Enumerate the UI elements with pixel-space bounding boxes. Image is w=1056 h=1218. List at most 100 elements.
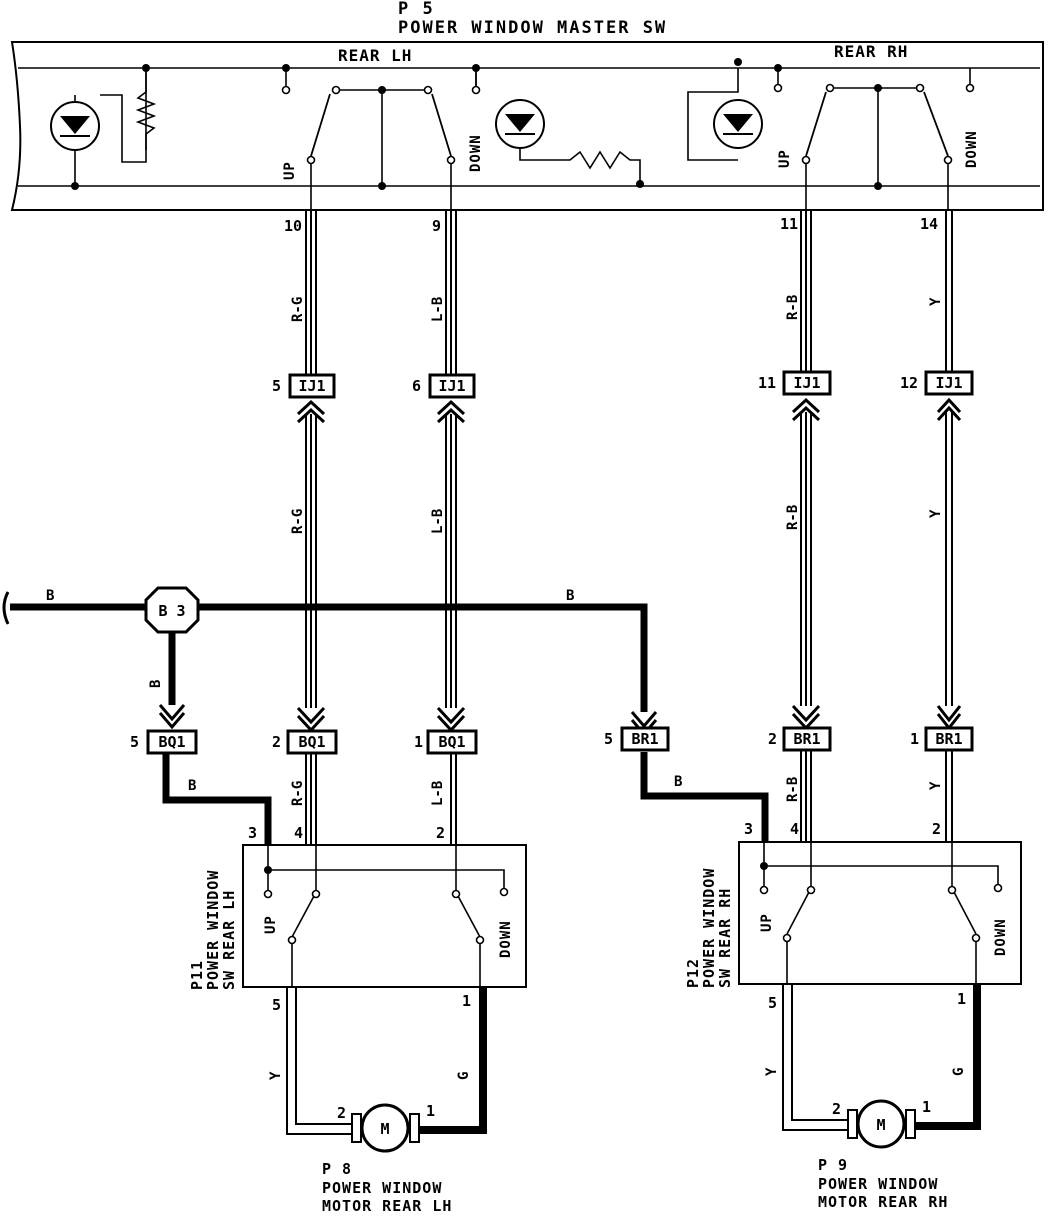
svg-text:5: 5 [604, 730, 613, 748]
rear-lh-switch-line2: SW REAR LH [220, 890, 238, 990]
master-pin-lh-up: 10 [284, 217, 302, 235]
wire-label-lh-down-bottom: L-B [430, 781, 446, 806]
rear-lh-pin-down: 2 [436, 824, 445, 842]
wire-label-ground-rh-switch: B [674, 774, 682, 790]
rear-rh-switch-code: P12 [684, 958, 702, 988]
master-led-middle [495, 99, 545, 149]
wire-label-ground-drop: B [148, 680, 164, 688]
rear-lh-switch-code: P11 [188, 960, 206, 990]
svg-text:IJ1: IJ1 [935, 374, 962, 392]
svg-text:BR1: BR1 [631, 730, 658, 748]
master-switch-name: POWER WINDOW MASTER SW [398, 18, 667, 38]
master-junction-dots [71, 58, 882, 190]
rear-lh-section-label: REAR LH [338, 46, 412, 65]
master-led-left [50, 101, 100, 151]
svg-text:11: 11 [758, 374, 776, 392]
rear-lh-pin-ground: 3 [248, 824, 257, 842]
master-pin-lh-down: 9 [432, 217, 441, 235]
wire-label-ground-lh-switch: B [188, 778, 196, 794]
rear-lh-motor: M 2 1 P 8 POWER WINDOW MOTOR REAR LH [322, 1102, 452, 1215]
master-led-right [713, 99, 763, 149]
wire-label-rh-down-mid: Y [928, 509, 944, 518]
master-rh-up-label: UP [777, 149, 793, 168]
svg-text:2: 2 [272, 733, 281, 751]
wire-label-rh-down-top: Y [928, 297, 944, 306]
connector-ij1-lh-up: IJ1 5 [272, 373, 336, 399]
wire-label-lh-up-top: R-G [290, 297, 306, 322]
master-pin-rh-up: 11 [780, 215, 798, 233]
connector-bq1-ground: BQ1 5 [130, 729, 198, 755]
rear-lh-motor-wire-label-b: G [456, 1072, 472, 1080]
rear-lh-switch-line1: POWER WINDOW [204, 870, 222, 990]
rear-lh-motor-line1: POWER WINDOW [322, 1179, 442, 1197]
master-switch-housing [10, 41, 1044, 211]
connector-bq1-down: BQ1 1 [414, 729, 478, 755]
connector-br1-down: BR1 1 [910, 726, 974, 752]
ground-wires [10, 603, 769, 845]
master-rh-down-label: DOWN [964, 130, 980, 168]
rear-lh-motor-wires [286, 987, 487, 1135]
master-switch-code: P 5 [398, 0, 435, 19]
svg-text:2: 2 [768, 730, 777, 748]
svg-text:1: 1 [910, 730, 919, 748]
rear-rh-switch-line1: POWER WINDOW [700, 868, 718, 988]
signal-wires [305, 210, 953, 845]
connector-ij1-rh-down: IJ1 12 [900, 370, 974, 396]
rear-lh-motor-pin-a: 2 [337, 1104, 346, 1122]
wire-label-rh-up-top: R-B [785, 295, 801, 320]
rear-lh-down-label: DOWN [498, 920, 514, 958]
rear-rh-motor-wire-label-a: Y [764, 1067, 780, 1076]
rear-rh-motor-line2: MOTOR REAR RH [818, 1193, 948, 1211]
wire-label-lh-down-top: L-B [430, 297, 446, 322]
wire-label-rh-up-mid: R-B [785, 505, 801, 530]
svg-text:BR1: BR1 [793, 730, 820, 748]
rear-rh-pin-up: 4 [790, 820, 799, 838]
rear-lh-motor-symbol: M [380, 1120, 389, 1138]
rear-lh-motor-code: P 8 [322, 1160, 352, 1178]
rear-rh-motor-line1: POWER WINDOW [818, 1175, 938, 1193]
svg-text:IJ1: IJ1 [793, 374, 820, 392]
rear-lh-motor-wire-label-a: Y [268, 1071, 284, 1080]
svg-text:6: 6 [412, 377, 421, 395]
rear-rh-motor-pin-b: 1 [922, 1098, 931, 1116]
rear-rh-section-label: REAR RH [834, 42, 908, 61]
connector-ij1-rh-up: IJ1 11 [758, 370, 832, 396]
master-lh-up-label: UP [282, 161, 298, 180]
rear-lh-pin-motor-a: 5 [272, 996, 281, 1014]
rear-lh-motor-line2: MOTOR REAR LH [322, 1197, 452, 1215]
wire-label-lh-down-mid: L-B [430, 509, 446, 534]
rear-lh-switch: 3 4 2 5 1 UP DOWN P11 POWER WINDOW SW RE… [188, 824, 527, 1014]
connector-br1-up: BR1 2 [768, 726, 832, 752]
svg-text:IJ1: IJ1 [298, 377, 325, 395]
svg-text:BR1: BR1 [935, 730, 962, 748]
connector-chevrons [158, 397, 962, 737]
rear-rh-switch: 3 4 2 5 1 UP DOWN P12 POWER WINDOW SW RE… [684, 820, 1022, 1012]
rear-rh-down-label: DOWN [993, 918, 1009, 956]
svg-text:5: 5 [272, 377, 281, 395]
wire-label-lh-up-mid: R-G [290, 509, 306, 534]
master-switch-contacts [281, 83, 975, 165]
ground-wire-break-mark [2, 591, 10, 625]
svg-text:BQ1: BQ1 [298, 733, 325, 751]
connector-ij1-lh-down: IJ1 6 [412, 373, 476, 399]
connector-br1-ground: BR1 5 [604, 726, 670, 752]
rear-rh-pin-down: 2 [932, 820, 941, 838]
wire-label-ground-left: B [46, 588, 54, 604]
ground-point-label: B 3 [158, 602, 185, 620]
wire-label-ground-right: B [566, 588, 574, 604]
ground-point-b3: B 3 [144, 586, 200, 634]
rear-rh-motor-wires [782, 984, 981, 1131]
master-pin-rh-down: 14 [920, 215, 938, 233]
wire-label-rh-down-bottom: Y [928, 781, 944, 790]
master-lh-down-label: DOWN [468, 134, 484, 172]
svg-text:1: 1 [414, 733, 423, 751]
rear-rh-pin-motor-a: 5 [768, 994, 777, 1012]
svg-text:5: 5 [130, 733, 139, 751]
master-switch: P 5 POWER WINDOW MASTER SW REAR LH REAR … [10, 0, 1044, 211]
svg-text:IJ1: IJ1 [438, 377, 465, 395]
rear-lh-pin-up: 4 [294, 824, 303, 842]
rear-rh-motor-code: P 9 [818, 1156, 848, 1174]
rear-rh-motor-pin-a: 2 [832, 1100, 841, 1118]
wire-label-lh-up-bottom: R-G [290, 781, 306, 806]
